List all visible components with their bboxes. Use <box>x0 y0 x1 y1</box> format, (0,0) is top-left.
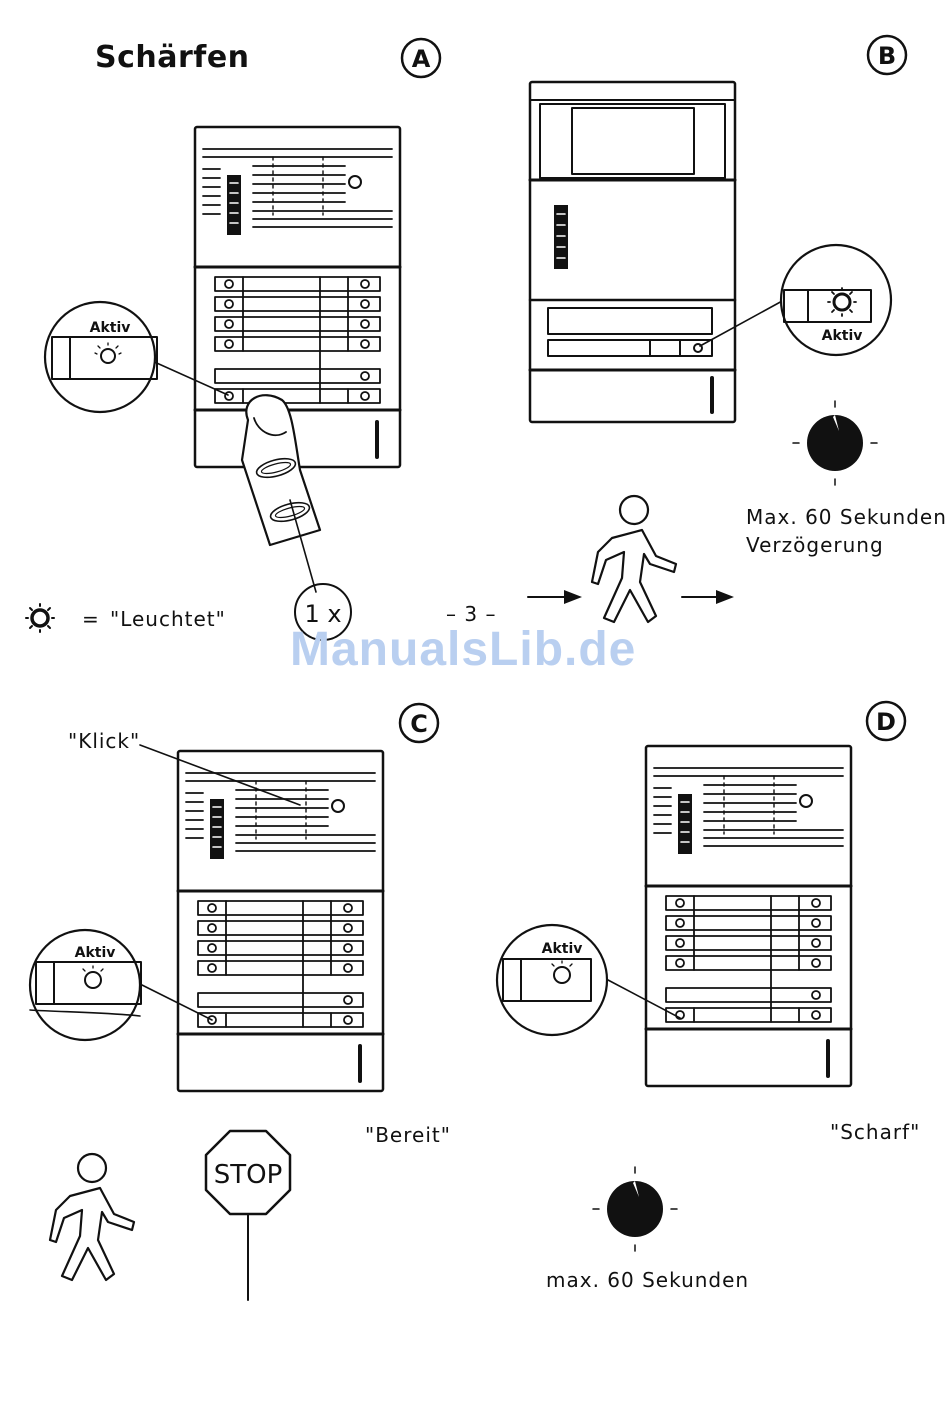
stop-text: STOP <box>214 1160 283 1190</box>
aktiv-label-d: Aktiv <box>542 941 583 957</box>
control-panel-device-d <box>646 746 851 1086</box>
legend-equals: = <box>82 607 100 631</box>
panel-letter-c: C <box>410 710 428 738</box>
watermark: ManualsLib.de <box>290 622 636 677</box>
panel-a: A Aktiv 1 x <box>45 39 440 640</box>
walking-person-icon <box>592 496 676 622</box>
control-panel-device-closed <box>530 82 735 422</box>
panel-letter-d: D <box>876 708 896 736</box>
stop-sign-icon: STOP <box>206 1131 290 1300</box>
control-panel-device-c <box>178 751 383 1091</box>
legend <box>26 604 54 632</box>
delay-line-2: Verzögerung <box>746 533 884 557</box>
timer-knob-b <box>793 401 877 485</box>
walking-person-icon-c <box>50 1154 134 1280</box>
status-scharf: "Scharf" <box>830 1120 920 1144</box>
control-panel-device <box>195 127 400 467</box>
legend-text: "Leuchtet" <box>110 607 226 631</box>
pointer-line <box>150 360 228 395</box>
aktiv-label: Aktiv <box>90 320 131 336</box>
klick-pointer-line <box>140 745 300 805</box>
pointer-line-d <box>608 980 680 1018</box>
zoom-circle-aktiv-lit: Aktiv <box>781 245 891 355</box>
panel-letter-a: A <box>412 45 431 73</box>
aktiv-label-b: Aktiv <box>822 328 863 344</box>
finger-icon <box>242 395 320 545</box>
panel-d: D Aktiv <box>497 702 905 1251</box>
klick-label: "Klick" <box>68 729 140 753</box>
timer-label: max. 60 Sekunden <box>546 1268 749 1292</box>
page-title: Schärfen <box>95 40 250 75</box>
arrow-out-icon <box>682 590 734 604</box>
delay-line-1: Max. 60 Sekunden <box>746 505 947 529</box>
aktiv-label-c: Aktiv <box>75 945 116 961</box>
zoom-circle-aktiv-d: Aktiv <box>497 925 607 1035</box>
zoom-circle-aktiv-c: Aktiv <box>30 930 141 1040</box>
zoom-circle-aktiv: Aktiv <box>45 302 157 412</box>
panel-letter-b: B <box>878 42 896 70</box>
panel-c: C Aktiv STOP <box>30 704 438 1300</box>
status-bereit: "Bereit" <box>365 1123 451 1147</box>
timer-knob-d <box>593 1167 677 1251</box>
glowing-lamp-icon <box>26 604 54 632</box>
arrow-in-icon <box>528 590 582 604</box>
